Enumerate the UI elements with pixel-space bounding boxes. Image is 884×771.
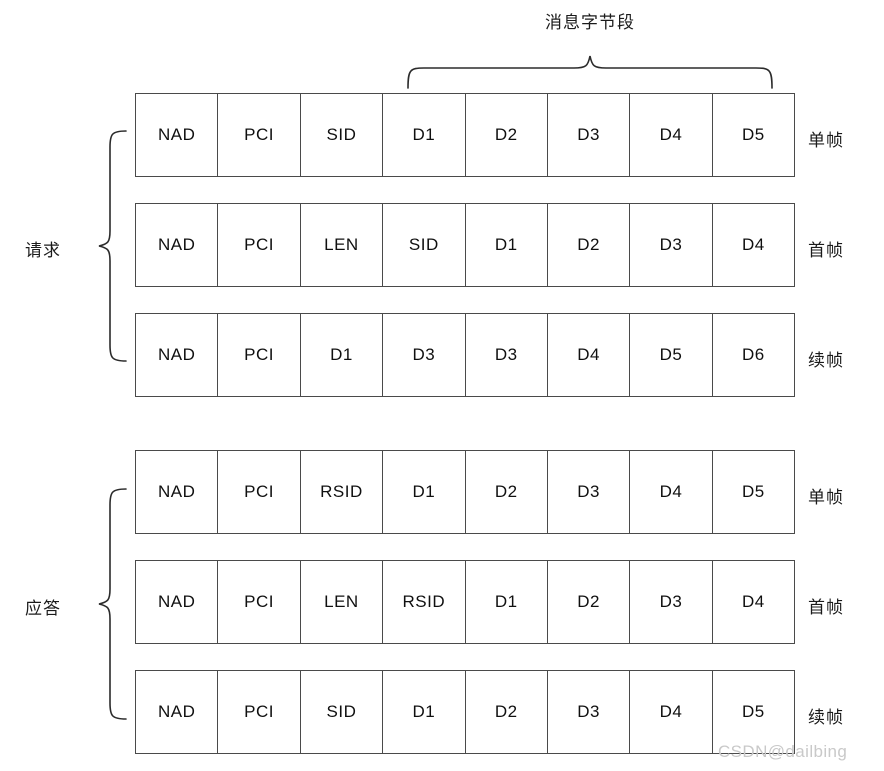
group-label-response: 应答	[25, 599, 61, 618]
frame-cell: RSID	[300, 451, 384, 533]
frame-cell: D1	[465, 561, 548, 643]
frame-cell: D3	[630, 204, 713, 286]
frame-cell: SID	[300, 671, 384, 753]
frame-row: NAD PCI SID D1 D2 D3 D4 D5	[135, 93, 795, 177]
row-label-single-frame: 单帧	[808, 488, 844, 507]
frame-cell: D3	[630, 561, 713, 643]
frame-cell: NAD	[136, 561, 219, 643]
request-group-brace	[98, 130, 127, 362]
frame-row: NAD PCI SID D1 D2 D3 D4 D5	[135, 670, 795, 754]
frame-cell: D2	[547, 561, 631, 643]
frame-cell: D4	[712, 204, 794, 286]
frame-cell: PCI	[218, 314, 301, 396]
frame-cell: LEN	[300, 204, 384, 286]
frame-cell: NAD	[136, 314, 219, 396]
frame-row: NAD PCI LEN RSID D1 D2 D3 D4	[135, 560, 795, 644]
frame-row: NAD PCI D1 D3 D3 D4 D5 D6	[135, 313, 795, 397]
frame-cell: D5	[712, 94, 794, 176]
frame-cell: PCI	[218, 204, 301, 286]
frame-cell: D5	[630, 314, 713, 396]
watermark: CSDN@dailbing	[718, 742, 848, 761]
frame-cell: D1	[383, 671, 466, 753]
message-byte-segment-title: 消息字节段	[545, 13, 635, 32]
frame-cell: D3	[547, 451, 631, 533]
frame-cell: D1	[300, 314, 384, 396]
frame-cell: D4	[547, 314, 631, 396]
frame-cell: D4	[712, 561, 794, 643]
frame-cell: D5	[712, 671, 794, 753]
frame-cell: D3	[547, 94, 631, 176]
frame-cell: PCI	[218, 94, 301, 176]
response-group-brace	[98, 488, 127, 720]
frame-cell: PCI	[218, 671, 301, 753]
frame-cell: D3	[383, 314, 466, 396]
frame-cell: D2	[465, 451, 548, 533]
frame-cell: D2	[547, 204, 631, 286]
top-brace	[407, 55, 773, 89]
frame-row: NAD PCI RSID D1 D2 D3 D4 D5	[135, 450, 795, 534]
frame-cell: D1	[383, 94, 466, 176]
frame-cell: PCI	[218, 561, 301, 643]
row-label-consecutive-frame: 续帧	[808, 351, 844, 370]
row-label-consecutive-frame: 续帧	[808, 708, 844, 727]
frame-cell: NAD	[136, 204, 219, 286]
frame-cell: D4	[630, 671, 713, 753]
row-label-first-frame: 首帧	[808, 241, 844, 260]
frame-cell: SID	[300, 94, 384, 176]
frame-cell: D2	[465, 94, 548, 176]
frame-cell: D3	[547, 671, 631, 753]
frame-cell: RSID	[383, 561, 466, 643]
frame-cell: D4	[630, 451, 713, 533]
frame-cell: D6	[712, 314, 794, 396]
frame-cell: D2	[465, 671, 548, 753]
frame-cell: NAD	[136, 94, 219, 176]
frame-cell: D3	[465, 314, 548, 396]
frame-cell: PCI	[218, 451, 301, 533]
frame-cell: NAD	[136, 671, 219, 753]
frame-row: NAD PCI LEN SID D1 D2 D3 D4	[135, 203, 795, 287]
frame-cell: D4	[630, 94, 713, 176]
frame-cell: D1	[465, 204, 548, 286]
row-label-first-frame: 首帧	[808, 598, 844, 617]
frame-cell: D5	[712, 451, 794, 533]
frame-cell: D1	[383, 451, 466, 533]
frame-cell: NAD	[136, 451, 219, 533]
frame-cell: SID	[383, 204, 466, 286]
frame-cell: LEN	[300, 561, 384, 643]
group-label-request: 请求	[25, 241, 61, 260]
row-label-single-frame: 单帧	[808, 131, 844, 150]
